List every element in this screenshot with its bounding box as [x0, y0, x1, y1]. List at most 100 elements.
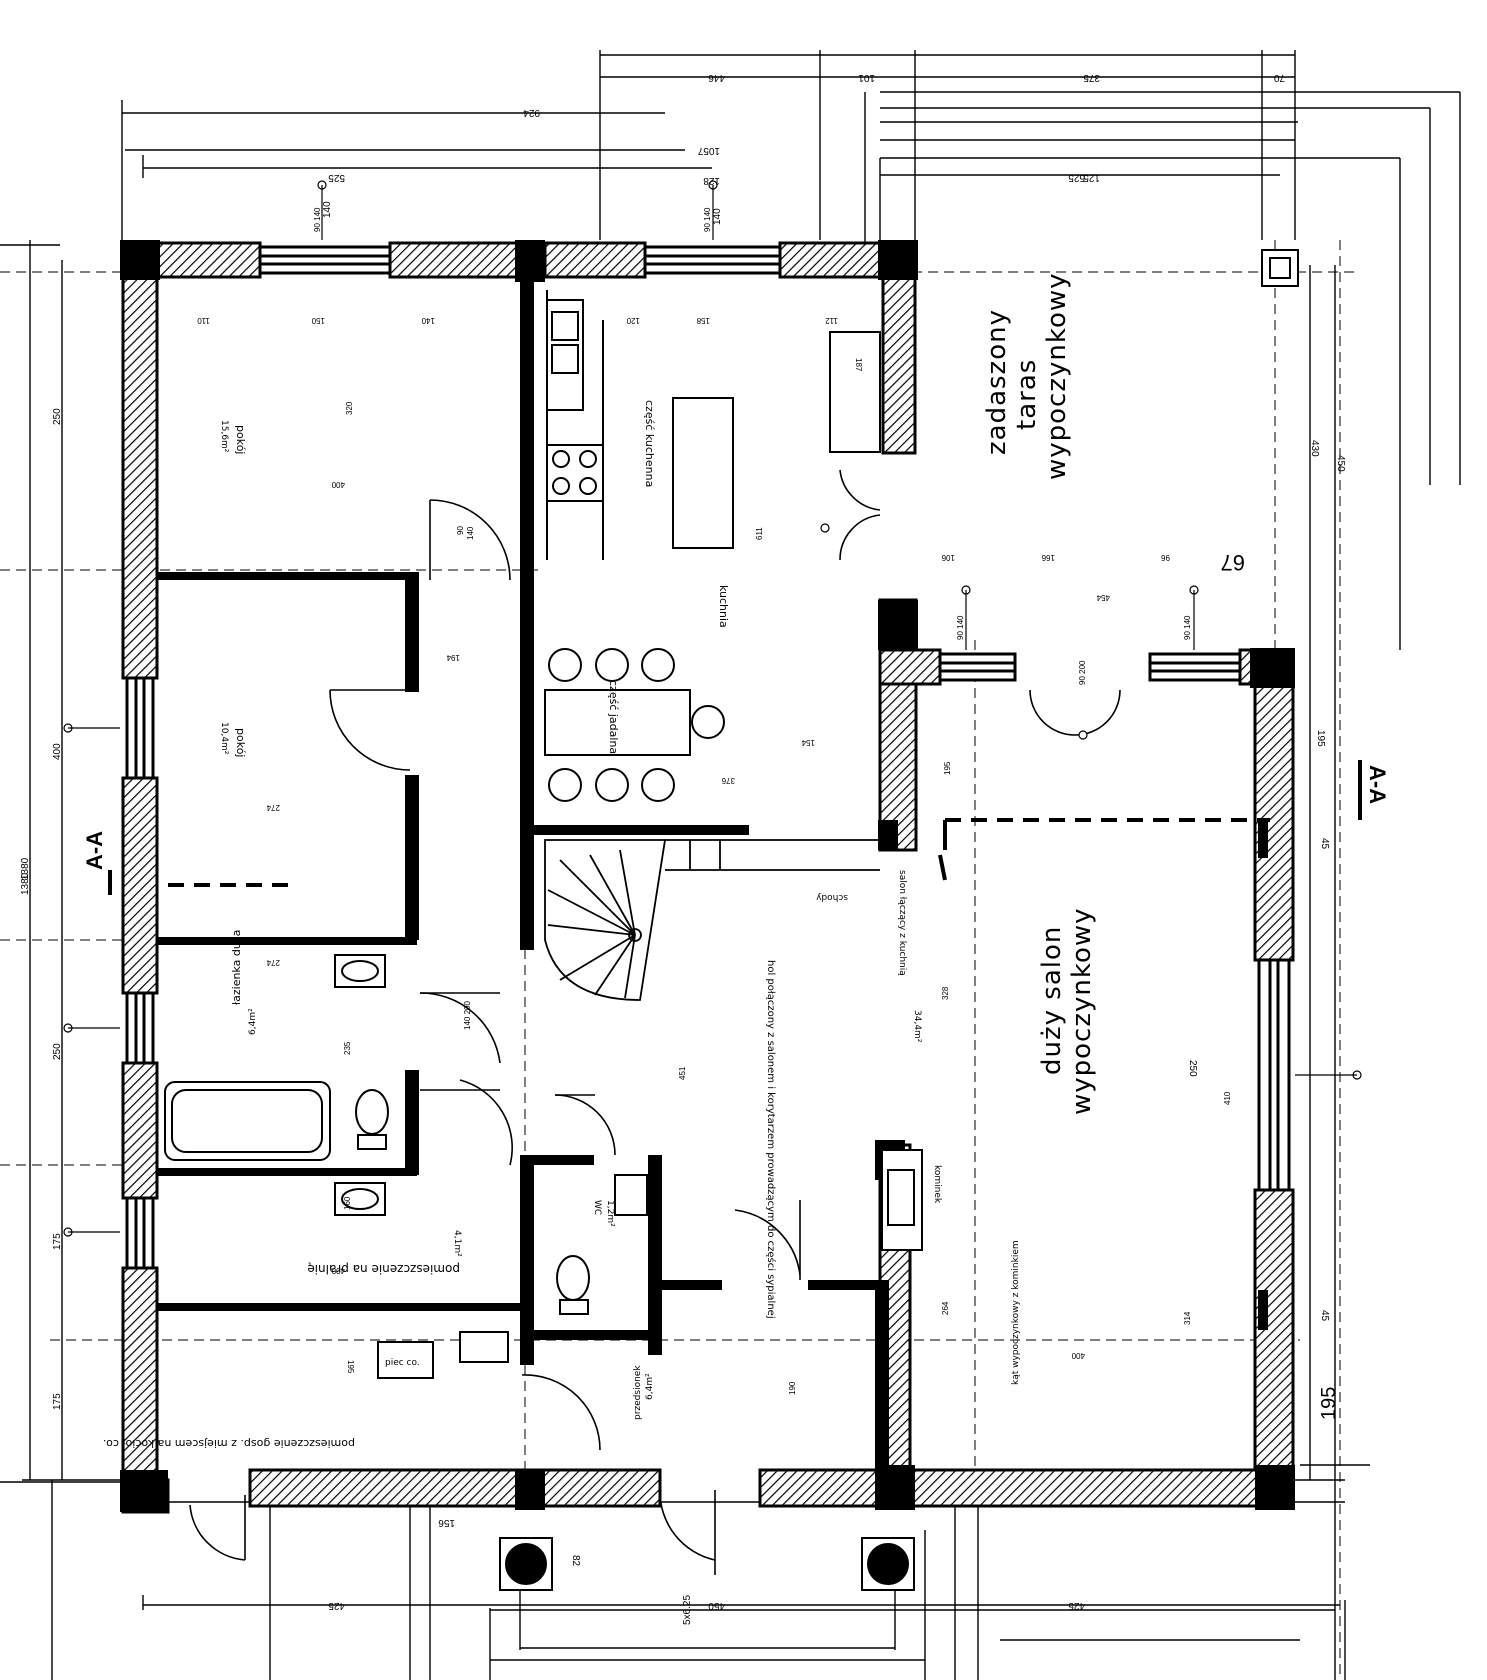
- dim-window-5: 140 200: [463, 1001, 472, 1030]
- kuchnia-name: kuchnia: [717, 585, 730, 628]
- dim-int-28: 140: [466, 526, 475, 540]
- dim-top-0: 924: [523, 107, 540, 118]
- dim-topright-2: 525: [1068, 172, 1085, 183]
- salon-sub-area: 34,4m²: [912, 1010, 922, 1043]
- dim-misc-2: 1380: [20, 872, 31, 895]
- dim-misc-1: 5x6.25: [682, 1595, 693, 1625]
- dim-int-8: 320: [345, 401, 354, 415]
- dim-misc-0: 67: [1221, 550, 1245, 575]
- dim-int-32: 410: [1223, 1091, 1232, 1105]
- dim-right-6: 45: [1319, 1310, 1330, 1322]
- kat-wypoczynkowy-name: kąt wypoczynkowy z kominkiem: [1011, 1240, 1021, 1385]
- dim-int-0: 110: [197, 316, 210, 325]
- dim-int-6: 187: [854, 358, 863, 372]
- dim-bottom-1: 450: [708, 1600, 725, 1611]
- przedsionek-area: 6,4m²: [645, 1373, 655, 1400]
- dim-int-11: 274: [266, 958, 280, 967]
- dim-top-5: 140: [712, 208, 723, 225]
- dim-int-30: 190: [788, 1381, 797, 1395]
- pralnia-area: 4,1m²: [452, 1230, 462, 1257]
- dim-left-3: 250: [52, 1043, 63, 1060]
- dim-int-13: 160: [343, 1196, 352, 1210]
- dim-left-5: 175: [52, 1393, 63, 1410]
- pralnia-name: pomieszczenie na pralnię: [307, 1262, 460, 1276]
- taras-label-1: zadaszony: [982, 309, 1012, 455]
- section-label-right: A-A: [1365, 765, 1390, 804]
- kitchen-island: [672, 397, 734, 549]
- dim-int-27: 90: [456, 526, 465, 535]
- dimension-lines: [0, 50, 1461, 1680]
- chair: [548, 648, 582, 682]
- dim-right-0: 430: [1309, 440, 1320, 457]
- dim-top-1: 1057: [697, 145, 720, 156]
- dim-window-3: 90 140: [956, 615, 965, 640]
- przedsionek-name: przedsionek: [633, 1365, 643, 1420]
- czesc-kuchenna-name: część kuchenna: [643, 400, 656, 487]
- dim-right-5: 45: [1319, 838, 1330, 850]
- dim-topright-0: 446: [708, 72, 725, 83]
- hol-name: hol połączony z salonem i korytarzem pro…: [765, 960, 777, 1319]
- dim-int-21: 400: [1071, 1351, 1085, 1360]
- dim-bottom-4: 82: [570, 1555, 581, 1567]
- dining-table: [544, 689, 691, 756]
- section-label-left: A-A: [82, 831, 107, 870]
- dim-bottom-0: 425: [328, 1600, 345, 1611]
- dim-int-29: 195: [346, 1360, 355, 1374]
- salon-label-1: duży salon: [1037, 926, 1067, 1075]
- kotlownia-name: pomieszczenie gosp. z miejscem na kocioł…: [103, 1437, 355, 1450]
- dim-int-25: 96: [1161, 553, 1170, 562]
- kominek-name: kominek: [932, 1165, 942, 1204]
- dim-int-5: 112: [825, 316, 838, 325]
- lazienka-area: 6,4m²: [248, 1008, 258, 1035]
- doors: [189, 469, 1121, 1575]
- dim-left-2: 1380: [20, 857, 31, 880]
- fridge: [829, 331, 881, 453]
- window-markers: [63, 180, 1362, 1237]
- taras-label-3: wypoczynkowy: [1042, 272, 1072, 480]
- dim-int-12: 400: [331, 1266, 345, 1275]
- dim-int-18: 328: [941, 986, 950, 1000]
- exterior-walls: [121, 241, 1295, 1514]
- dim-topright-4: 70: [1273, 72, 1285, 83]
- dim-left-4: 175: [52, 1233, 63, 1250]
- dim-int-1: 150: [311, 316, 325, 325]
- dim-window-4: 90 140: [1183, 615, 1192, 640]
- dim-int-2: 140: [421, 316, 435, 325]
- room-labels: zadaszony taras wypoczynkowy duży salon …: [82, 272, 1390, 1450]
- toilet: [355, 1089, 389, 1135]
- schody-name: schody: [815, 892, 848, 902]
- salon-label-2: wypoczynkowy: [1067, 907, 1097, 1115]
- dim-int-19: 451: [678, 1066, 687, 1080]
- dim-int-15: 154: [801, 738, 815, 747]
- pokoj-top-area: 15,6m²: [219, 420, 229, 453]
- staircase: [544, 839, 880, 1001]
- pokoj-mid-name: pokój: [234, 728, 247, 757]
- dim-int-26: 454: [1096, 593, 1110, 602]
- dim-top-2: 525: [328, 172, 345, 183]
- pokoj-top-name: pokój: [234, 425, 247, 454]
- dim-right-2: 195: [1315, 730, 1326, 747]
- wc-name: WC: [592, 1200, 602, 1215]
- dim-topright-3: 375: [1083, 72, 1100, 83]
- dim-right-3: 250: [1187, 1060, 1198, 1077]
- interior-walls: [157, 280, 889, 1480]
- taras-label-2: taras: [1012, 359, 1042, 430]
- dim-bottom-2: 425: [1068, 1600, 1085, 1611]
- dim-int-17: 194: [446, 653, 460, 662]
- wc-area: 1,2m²: [605, 1200, 615, 1227]
- dim-int-10: 274: [266, 803, 280, 812]
- salon-sub-name: salon łączący z kuchnią: [897, 870, 907, 976]
- dim-int-23: 106: [941, 553, 955, 562]
- dim-window-0: 90 140: [313, 207, 322, 232]
- piec-name: piec co.: [385, 1358, 420, 1368]
- dim-int-31: 195: [943, 761, 952, 775]
- dim-window-1: 90 140: [703, 207, 712, 232]
- dim-int-7: 400: [331, 480, 345, 489]
- dim-int-4: 158: [696, 316, 710, 325]
- dim-int-9: 611: [755, 527, 764, 540]
- section-cut-lines: [108, 760, 1362, 895]
- dim-top-3: 140: [322, 201, 333, 218]
- lazienka-name: łazienka duża: [230, 930, 243, 1005]
- dimension-labels: 924 1057 525 140 128 140 125 446 101 525…: [20, 72, 1346, 1625]
